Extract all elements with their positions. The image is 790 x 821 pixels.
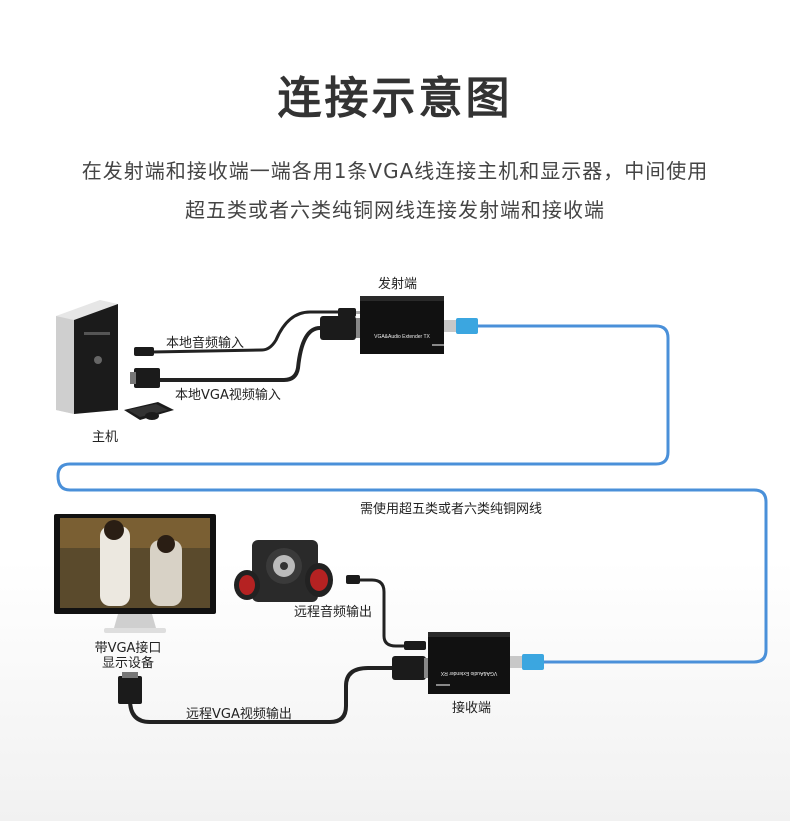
transmitter-label: 发射端: [378, 273, 417, 292]
display-device-label-line1: 带VGA接口: [82, 641, 174, 656]
transmitter-device-icon: [360, 296, 444, 354]
rj45-plug-icon: [510, 654, 544, 670]
cable-note-label: 需使用超五类或者六类纯铜网线: [360, 498, 542, 517]
monitor-icon: [54, 514, 216, 633]
vga-connector-icon: [320, 316, 362, 340]
vga-connector-icon: [392, 656, 430, 680]
transmitter-device-text: VGA&Audio Extender TX: [374, 334, 430, 340]
display-device-label-line2: 显示设备: [82, 656, 174, 671]
mouse-icon: [145, 412, 159, 420]
speaker-icon: [234, 540, 333, 602]
rj45-plug-icon: [444, 318, 478, 334]
host-computer-icon: [56, 300, 118, 414]
receiver-device-text: VGA&Audio Extender RX: [440, 670, 497, 676]
vga-connector-icon: [130, 368, 160, 388]
remote-audio-output-label: 远程音频输出: [294, 601, 372, 620]
receiver-label: 接收端: [452, 697, 491, 716]
host-label: 主机: [92, 426, 118, 445]
remote-vga-output-label: 远程VGA视频输出: [186, 703, 292, 722]
local-vga-input-label: 本地VGA视频输入: [175, 384, 281, 403]
display-device-label: 带VGA接口 显示设备: [82, 641, 174, 671]
receiver-device-icon: [428, 632, 510, 694]
vga-connector-icon: [118, 672, 142, 704]
local-audio-input-label: 本地音频输入: [166, 332, 244, 351]
